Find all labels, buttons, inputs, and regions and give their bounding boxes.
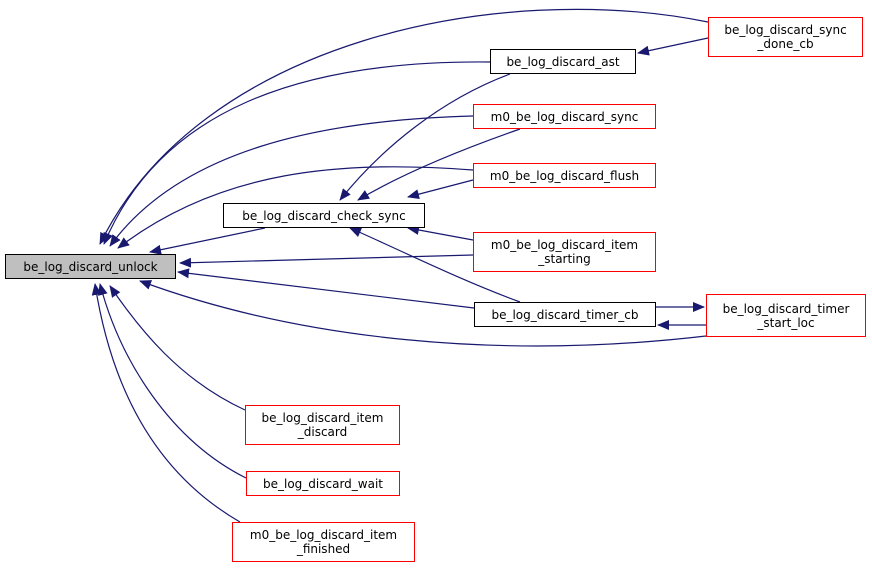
node-ast[interactable]: be_log_discard_ast <box>490 49 636 74</box>
edge-m0-item-starting-to-check-sync <box>407 225 474 241</box>
node-label: _finished <box>296 542 351 556</box>
edge-m0-item-starting-to-unlock <box>179 254 474 268</box>
node-item-discard[interactable]: be_log_discard_item_discard <box>245 405 400 445</box>
node-m0-item-starting[interactable]: m0_be_log_discard_item_starting <box>473 232 656 272</box>
edge-timer-start-loc-to-unlock <box>139 280 707 347</box>
node-unlock: be_log_discard_unlock <box>5 254 176 279</box>
node-m0-sync[interactable]: m0_be_log_discard_sync <box>473 104 656 129</box>
edge-m0-sync-to-unlock <box>109 115 474 247</box>
node-timer-cb[interactable]: be_log_discard_timer_cb <box>474 302 656 327</box>
node-m0-item-finished[interactable]: m0_be_log_discard_item_finished <box>232 522 415 562</box>
edge-m0-flush-to-unlock <box>117 166 474 249</box>
edge-sync-done-cb-to-ast <box>637 37 709 56</box>
edge-timer-cb-to-unlock <box>177 268 475 309</box>
node-label: be_log_discard_wait <box>263 476 383 491</box>
edge-ast-to-check-sync <box>339 73 511 201</box>
edge-ast-to-unlock <box>103 61 491 245</box>
node-m0-flush[interactable]: m0_be_log_discard_flush <box>473 163 656 188</box>
node-label: be_log_discard_timer <box>722 301 850 316</box>
node-label: be_log_discard_ast <box>506 54 620 69</box>
node-label: m0_be_log_discard_item <box>249 528 398 542</box>
node-label: m0_be_log_discard_item <box>490 238 639 252</box>
node-label: _discard <box>297 425 348 439</box>
node-label: be_log_discard_unlock <box>23 259 158 274</box>
node-wait[interactable]: be_log_discard_wait <box>246 471 400 496</box>
node-label: be_log_discard_item <box>261 411 384 425</box>
node-timer-start-loc[interactable]: be_log_discard_timer_start_loc <box>706 294 866 337</box>
node-label: m0_be_log_discard_sync <box>490 109 639 124</box>
node-label: _starting <box>538 252 591 266</box>
node-label: _done_cb <box>757 37 814 51</box>
node-label: _start_loc <box>757 315 815 330</box>
edge-wait-to-unlock <box>97 283 247 479</box>
edge-item-discard-to-unlock <box>109 285 246 411</box>
edge-check-sync-to-unlock <box>149 227 266 255</box>
edge-m0-item-finished-to-unlock <box>91 283 241 523</box>
node-check-sync[interactable]: be_log_discard_check_sync <box>223 203 425 228</box>
node-label: be_log_discard_timer_cb <box>491 307 639 322</box>
node-label: m0_be_log_discard_flush <box>489 168 640 183</box>
edge-m0-sync-to-check-sync <box>357 128 521 201</box>
node-label: be_log_discard_sync <box>724 23 847 37</box>
node-sync-done-cb[interactable]: be_log_discard_sync_done_cb <box>708 17 863 57</box>
edge-m0-flush-to-check-sync <box>407 179 474 200</box>
node-label: be_log_discard_check_sync <box>242 208 406 223</box>
edge-timer-cb-to-check-sync <box>349 227 521 303</box>
